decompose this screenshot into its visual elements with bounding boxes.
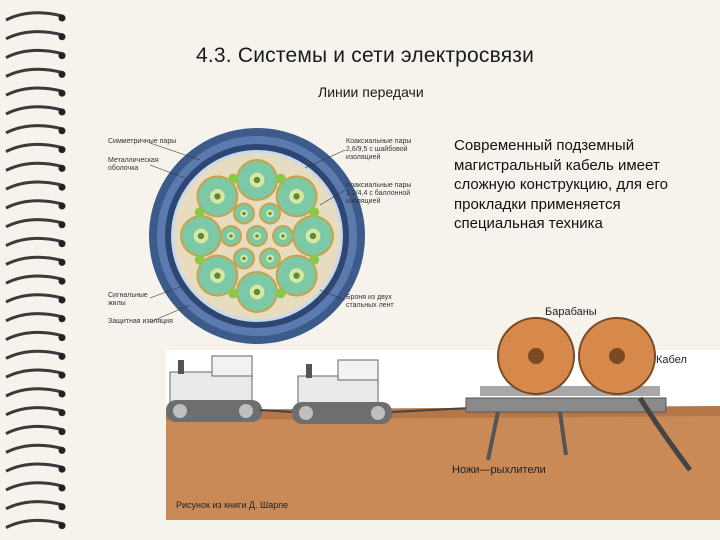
ground (166, 406, 720, 520)
coaxial-pair (233, 202, 255, 225)
label-coax-4-4: Коаксиальные пары 1,2/4,4 с баллонной из… (346, 182, 412, 205)
binding-ring (5, 11, 66, 22)
binding-ring (5, 105, 66, 116)
binding-ring (5, 142, 66, 154)
coaxial-pair (292, 215, 334, 257)
binding-ring (5, 199, 66, 210)
binding-ring (5, 518, 66, 530)
label-protective-insulation: Защитная изоляция (108, 318, 173, 325)
coaxial-pair (246, 225, 268, 247)
cable-plow (465, 317, 693, 472)
binding-ring (5, 218, 66, 229)
label-knives: Ножи—рыхлители (452, 464, 546, 476)
coaxial-pair (275, 254, 318, 297)
binding-ring (5, 274, 66, 285)
binding-ring (5, 124, 66, 135)
binding-ring (5, 86, 66, 97)
label-cable: Кабел (656, 354, 687, 366)
coaxial-pair (275, 175, 318, 218)
coaxial-pair (259, 247, 281, 270)
binding-ring (5, 255, 66, 266)
binding-ring (5, 462, 66, 473)
coaxial-pair (220, 225, 242, 247)
binding-ring (5, 330, 66, 342)
coaxial-pair (236, 159, 278, 201)
slide-title: 4.3. Системы и сети электросвязи (196, 44, 535, 67)
label-armor: Броня из двух стальных лент (346, 294, 394, 309)
spiral-binding (5, 11, 66, 530)
symmetric-pair (228, 288, 239, 299)
cable-cross-section (149, 128, 365, 344)
slide-body-text: Современный подземный магистральный кабе… (454, 137, 668, 232)
symmetric-pair (309, 207, 320, 218)
binding-ring (5, 67, 66, 78)
binding-ring (5, 236, 66, 248)
binding-ring (5, 48, 66, 60)
binding-ring (5, 180, 66, 191)
tractor-2 (292, 359, 392, 424)
binding-ring (5, 161, 66, 172)
coaxial-pair (272, 225, 294, 247)
symmetric-pair (309, 254, 320, 265)
binding-ring (5, 30, 66, 41)
label-drums: Барабаны (545, 306, 597, 318)
label-symmetric-pairs: Симметричные пары (108, 138, 177, 145)
binding-ring (5, 481, 66, 492)
label-coax-9-5: Коаксиальные пары 2,6/9,5 с шайбовой изо… (346, 138, 412, 161)
binding-ring (5, 312, 66, 323)
label-signal-wires: Сигнальные жилы (108, 292, 148, 307)
coaxial-pair (233, 247, 255, 270)
symmetric-pair (275, 173, 286, 184)
coaxial-pair (236, 271, 278, 313)
symmetric-pair (194, 207, 205, 218)
symmetric-pair (228, 173, 239, 184)
binding-ring (5, 349, 66, 360)
binding-ring (5, 443, 66, 454)
binding-ring (5, 500, 66, 511)
binding-ring (5, 406, 66, 417)
tractor-1 (166, 355, 262, 422)
binding-ring (5, 424, 66, 436)
binding-ring (5, 387, 66, 398)
label-metal-sheath: Металлическая оболочка (108, 157, 159, 172)
figure-credit: Рисунок из книги Д. Шарле (176, 500, 289, 510)
symmetric-pair (275, 288, 286, 299)
coaxial-pair (196, 254, 239, 297)
binding-ring (5, 368, 66, 379)
coaxial-pair (196, 175, 239, 218)
slide-subtitle: Линии передачи (318, 84, 424, 100)
binding-ring (5, 293, 66, 304)
coaxial-pair (259, 202, 281, 225)
symmetric-pair (194, 254, 205, 265)
coaxial-pair (180, 215, 222, 257)
